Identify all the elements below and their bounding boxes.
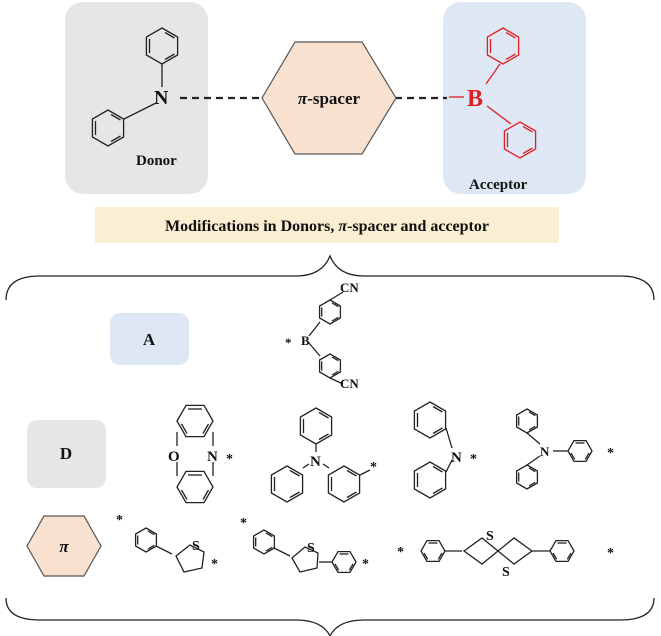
spacer3-star-left: * xyxy=(397,545,404,560)
phenoxazine-structure: O N * xyxy=(168,404,233,504)
acceptor-boron-atom: B xyxy=(467,86,483,112)
phenylthiophenephenyl-structure: * S * xyxy=(240,516,369,574)
spacer3-star-right: * xyxy=(607,546,614,561)
acceptor-mod-star: * xyxy=(285,335,292,350)
amine-nitrogen: N xyxy=(540,444,550,459)
donor-box xyxy=(65,2,208,194)
acceptor-key-label: A xyxy=(143,330,156,349)
acceptor-label: Acceptor xyxy=(469,177,528,193)
carbazole-nitrogen: N xyxy=(310,454,321,470)
spacer-hexagon xyxy=(261,41,397,155)
amine-star: * xyxy=(607,446,614,461)
spacer-label-suffix: -spacer xyxy=(307,89,360,108)
thienothiophene-structure: * S S * xyxy=(397,529,614,580)
spacer2-star-right: * xyxy=(362,557,369,572)
spacer-key-hexagon xyxy=(26,515,102,577)
phenoxazine-star: * xyxy=(226,452,233,467)
spacer3-sulfur-top: S xyxy=(486,529,494,544)
nitrile-bottom: CN xyxy=(340,376,359,391)
phenylthiophene-structure: * S * xyxy=(116,513,218,573)
spacer2-sulfur: S xyxy=(307,541,315,556)
acceptor-mod-boron: B xyxy=(301,333,310,348)
triphenylamine-structure: N xyxy=(91,27,179,147)
donor-nitrogen-atom: N xyxy=(154,87,169,109)
phenoxazine-oxygen: O xyxy=(168,449,180,465)
phenylcarbazole-structure: N * xyxy=(270,407,377,503)
dicyano-triarylborane-structure: CN CN B * xyxy=(285,280,359,391)
banner-text: Modifications in Donors, π-spacer and ac… xyxy=(165,218,489,235)
carbazole-structure: N * xyxy=(413,401,477,499)
spacer3-sulfur-bottom: S xyxy=(502,565,510,580)
phenoxazine-nitrogen: N xyxy=(207,449,218,465)
donor-key-box xyxy=(27,420,106,488)
bottom-curly-brace xyxy=(5,597,655,636)
donor-key-label: D xyxy=(60,444,72,463)
top-curly-brace xyxy=(5,254,655,301)
donor-label: Donor xyxy=(136,153,177,169)
spacer1-star-left: * xyxy=(116,513,123,528)
acceptor-box xyxy=(443,2,586,194)
spacer1-sulfur: S xyxy=(192,539,200,554)
spacer-label: π-spacer xyxy=(298,89,361,108)
carbazole2-star: * xyxy=(470,452,477,467)
nitrile-top: CN xyxy=(340,280,359,295)
carbazole-star: * xyxy=(370,460,377,475)
modifications-banner xyxy=(95,207,559,243)
spacer2-star-left: * xyxy=(240,516,247,531)
triarylborane-structure: B xyxy=(449,27,537,159)
acceptor-key-box xyxy=(110,313,189,365)
diphenylaminophenyl-structure: N * xyxy=(515,408,614,490)
carbazole2-nitrogen: N xyxy=(451,450,462,466)
spacer1-star-right: * xyxy=(211,557,218,572)
spacer-key-label: π xyxy=(59,537,69,556)
